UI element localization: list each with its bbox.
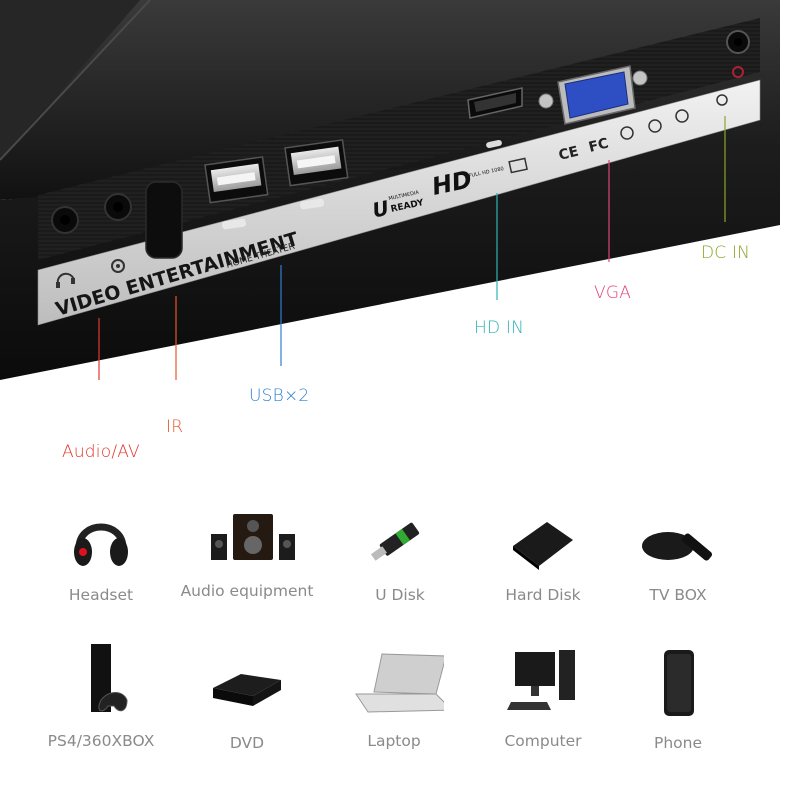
device-label: TV BOX [649, 586, 707, 604]
callout-ir: IR [166, 417, 184, 437]
ce-mark: CE [557, 144, 580, 164]
dc-in-jack [716, 30, 750, 106]
callout-audio-av: Audio/AV [62, 442, 140, 462]
hard-disk-icon [513, 522, 573, 570]
audio-jack-headphone [51, 206, 79, 234]
svg-text:U: U [370, 196, 391, 223]
callout-dc-in: DC IN [701, 243, 751, 263]
fc-mark: FC [587, 136, 610, 156]
device-label: DVD [229, 734, 265, 752]
vga-port [538, 65, 648, 125]
device-label: Headset [68, 586, 134, 604]
laptop-symbol-icon [508, 157, 528, 174]
callout-hd-in: HD IN [474, 318, 525, 338]
hdmi-port [467, 87, 523, 149]
tv-box-icon [642, 532, 713, 561]
computer-icon [507, 650, 575, 710]
device-hard-disk: Hard Disk [468, 500, 618, 610]
device-tv-box: TV BOX [603, 500, 753, 610]
callout-usb: USB×2 [249, 386, 310, 406]
audio-jack-av [104, 193, 132, 221]
device-audio-equipment: Audio equipment [172, 500, 322, 610]
game-console-icon [91, 644, 128, 712]
device-label: Audio equipment [180, 582, 314, 600]
device-u-disk: U Disk [325, 500, 475, 610]
device-label: Computer [504, 732, 582, 750]
device-label: Laptop [367, 732, 421, 750]
callout-vga: VGA [594, 283, 632, 303]
device-label: U Disk [375, 586, 425, 604]
device-computer: Computer [468, 640, 618, 750]
device-label: Hard Disk [505, 586, 581, 604]
usb-port-1 [204, 156, 269, 204]
device-phone: Phone [603, 640, 753, 752]
device-label: Phone [653, 734, 702, 752]
usb-symbol-icon [221, 198, 325, 230]
device-game-console: PS4/360XBOX [26, 640, 176, 750]
certification-symbols-icon [620, 109, 689, 140]
device-label: PS4/360XBOX [47, 732, 155, 750]
device-laptop: Laptop [319, 640, 469, 750]
device-back-panel: U MULTIMEDIA READY HD FULL HD 1080 CE FC [0, 0, 780, 380]
ir-window [145, 181, 183, 259]
headphone-symbol-icon [56, 272, 75, 288]
usb-port-2 [284, 139, 349, 187]
laptop-icon [355, 653, 444, 713]
speakers-icon [211, 514, 295, 560]
av-symbol-icon [111, 259, 125, 273]
callout-lines [98, 116, 726, 380]
phone-icon [664, 650, 694, 716]
headset-icon [74, 523, 128, 566]
device-dvd: DVD [172, 640, 322, 752]
device-headset: Headset [26, 500, 176, 610]
usb-drive-icon [370, 522, 420, 561]
dvd-player-icon [213, 674, 281, 706]
